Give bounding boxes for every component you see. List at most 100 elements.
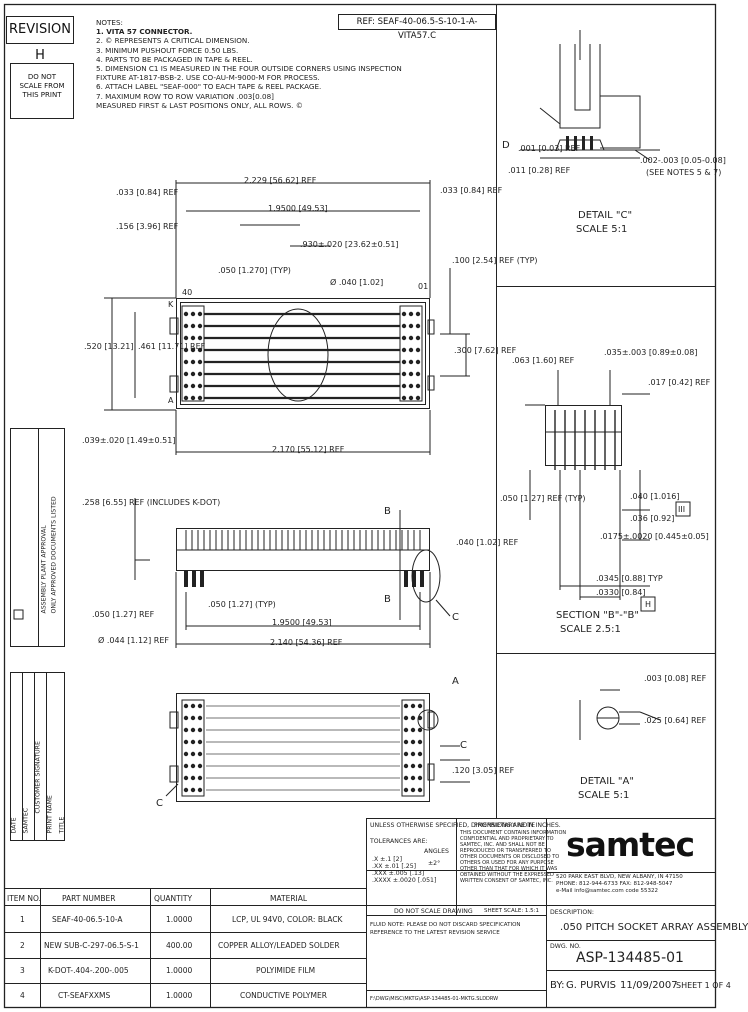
- dim-label: .033 [0.84] REF: [440, 186, 503, 195]
- dim-label: .050 [1.27] REF (TYP): [500, 494, 586, 503]
- description-value: .050 PITCH SOCKET ARRAY ASSEMBLY: [560, 922, 748, 933]
- dim-label: .036 [0.92]: [630, 514, 675, 523]
- dim-label: 2.170 [55.12] REF: [272, 445, 345, 454]
- section-callout: C: [460, 740, 467, 751]
- dim-label: .050 [1.27] REF: [92, 610, 155, 619]
- pin-label: K: [168, 300, 174, 309]
- pin-label: 01: [418, 282, 429, 291]
- dim-label: .100 [2.54] REF (TYP): [452, 256, 538, 265]
- fluid-note: REFERENCE TO THE LATEST REVISION SERVICE: [370, 930, 500, 936]
- do-not-scale-drawing: DO NOT SCALE DRAWING: [394, 908, 473, 915]
- tolerance-value: .X ±.1 [2]: [372, 856, 402, 863]
- bom-header: QUANTITY: [154, 894, 193, 903]
- note-line: 2. © REPRESENTS A CRITICAL DIMENSION.: [96, 36, 250, 46]
- proprietary-line: OBTAINED WITHOUT THE EXPRESSED: [460, 872, 554, 878]
- dim-label: Ø .044 [1.12] REF: [98, 636, 170, 645]
- detail-callout: A: [452, 676, 459, 687]
- bom-cell: CT-SEAFXXMS: [58, 991, 111, 1000]
- note-line: 7. MAXIMUM ROW TO ROW VARIATION .003[0.0…: [96, 91, 274, 101]
- proprietary-line: THIS DOCUMENT CONTAINS INFORMATION: [460, 830, 567, 836]
- bom-cell: 4: [20, 991, 25, 1000]
- dim-label: .930±.020 [23.62±0.51]: [300, 240, 399, 249]
- pin-label: 40: [182, 288, 193, 297]
- note-line: 1. VITA 57 CONNECTOR.: [96, 27, 193, 37]
- bom-header: PART NUMBER: [62, 894, 116, 903]
- bom-cell: POLYIMIDE FILM: [256, 966, 316, 975]
- proprietary-line: OTHERS OR USED FOR ANY PURPOSE: [460, 860, 554, 866]
- dim-label: .033 [0.84] REF: [116, 188, 179, 197]
- section-title: SECTION "B"-"B": [556, 610, 639, 621]
- detail-callout: C: [452, 612, 459, 623]
- detail-scale: SCALE 5:1: [578, 790, 630, 801]
- dwg-label: DWG. NO.: [550, 943, 581, 950]
- dim-label: .017 [0.42] REF: [648, 378, 711, 387]
- tolerance-label: TOLERANCES ARE:: [370, 838, 428, 845]
- drawn-by: G. PURVIS: [566, 980, 616, 991]
- dim-label: .0345 [0.88] TYP: [596, 574, 663, 583]
- by-label: BY:: [550, 980, 565, 991]
- revision-label: REVISION H: [6, 16, 74, 63]
- dns-line: DO NOT: [27, 73, 57, 81]
- section-callout: C: [156, 798, 163, 809]
- description-label: DESCRIPTION:: [550, 909, 594, 916]
- dim-label: .003 [0.08] REF: [644, 674, 707, 683]
- dim-label: .035±.003 [0.89±0.08]: [604, 348, 698, 357]
- notes-block: NOTES: 1. VITA 57 CONNECTOR. 2. © REPRES…: [96, 18, 402, 110]
- note-line: 6. ATTACH LABEL "SEAF-000" TO EACH TAPE …: [96, 82, 322, 92]
- section-label: B: [384, 594, 391, 605]
- drawn-date: 11/09/2007: [620, 980, 678, 991]
- notes-header: NOTES:: [96, 18, 123, 27]
- note-line: MEASURED FIRST & LAST POSITIONS ONLY, AL…: [96, 100, 303, 110]
- dim-label: .040 [1.016]: [630, 492, 680, 501]
- proprietary-line: WRITTEN CONSENT OF SAMTEC, INC.: [460, 878, 553, 884]
- dim-label: .050 [1.270] (TYP): [218, 266, 291, 275]
- proprietary-line: REPRODUCED OR TRANSFERRED TO: [460, 848, 551, 854]
- dim-label: .156 [3.96] REF: [116, 222, 179, 231]
- dim-label: .461 [11.71] REF: [138, 342, 206, 351]
- dim-label: .0175±.0020 [0.445±0.05]: [600, 532, 709, 541]
- bom-cell: 1: [20, 915, 25, 924]
- tolerance-value: .XXXX ±.0020 [.051]: [372, 877, 437, 884]
- proprietary-title: PROPRIETARY NOTE: [474, 822, 536, 829]
- signature-label: TITLE: [58, 816, 66, 834]
- note-line: 4. PARTS TO BE PACKAGED IN TAPE & REEL.: [96, 54, 253, 64]
- sheet-number: SHEET 1 OF 4: [676, 981, 731, 990]
- dim-label: .120 [3.05] REF: [452, 766, 515, 775]
- reference-part-number: REF: SEAF-40-06.5-S-10-1-A-VITA57.C: [338, 14, 496, 41]
- dim-label: 1.9500 [49.53]: [272, 618, 332, 627]
- note-line: FIXTURE AT-1817-BSB-2. USE CO-AU-M-9000-…: [96, 73, 320, 83]
- revision-flag: H: [645, 600, 652, 609]
- section-label: B: [384, 506, 391, 517]
- drawing-linework: [3, 3, 717, 1009]
- dim-label: .025 [0.64] REF: [644, 716, 707, 725]
- tolerance-value: .XX ±.01 [.25]: [372, 863, 417, 870]
- angle-value: ±2°: [428, 860, 441, 867]
- bom-cell: K-DOT-.404-.200-.005: [48, 966, 129, 975]
- company-address: PHONE: 812-944-6733 FAX: 812-948-5047: [556, 881, 673, 887]
- bom-cell: COPPER ALLOY/LEADED SOLDER: [218, 941, 340, 950]
- dim-label: (SEE NOTES 5 & 7): [646, 168, 722, 177]
- bom-cell: 1.0000: [166, 991, 193, 1000]
- dim-label: .300 [7.62] REF: [454, 346, 517, 355]
- dim-label: .258 [6.55] REF (INCLUDES K-DOT): [82, 498, 221, 507]
- bom-cell: SEAF-40-06.5-10-A: [52, 915, 123, 924]
- pin-label: A: [168, 396, 174, 405]
- dim-label: .063 [1.60] REF: [512, 356, 575, 365]
- revision-flag: III: [678, 505, 686, 514]
- dim-label: 1.9500 [49.53]: [268, 204, 328, 213]
- signature-label: CUSTOMER SIGNATURE: [34, 741, 42, 814]
- dns-line: SCALE FROM: [19, 82, 65, 90]
- dim-label: .040 [1.02] REF: [456, 538, 519, 547]
- signature-label: PRINT NAME: [46, 795, 54, 834]
- proprietary-line: OTHER THAN THAT FOR WHICH IT WAS: [460, 866, 558, 872]
- dim-label: 2.140 [54.36] REF: [270, 638, 343, 647]
- bom-header: ITEM NO.: [7, 894, 41, 903]
- company-address: e-Mail info@samtec.com code 55322: [556, 888, 659, 894]
- dim-label: .050 [1.27] (TYP): [208, 600, 276, 609]
- proprietary-line: SAMTEC, INC. AND SHALL NOT BE: [460, 842, 545, 848]
- bom-cell: 2: [20, 941, 25, 950]
- dim-label: 2.229 [56.62] REF: [244, 176, 317, 185]
- dim-label: .002-.003 [0.05-0.08]: [640, 156, 726, 165]
- proprietary-line: OTHER DOCUMENTS OR DISCLOSED TO: [460, 854, 560, 860]
- company-address: 520 PARK EAST BLVD, NEW ALBANY, IN 47150: [556, 874, 683, 880]
